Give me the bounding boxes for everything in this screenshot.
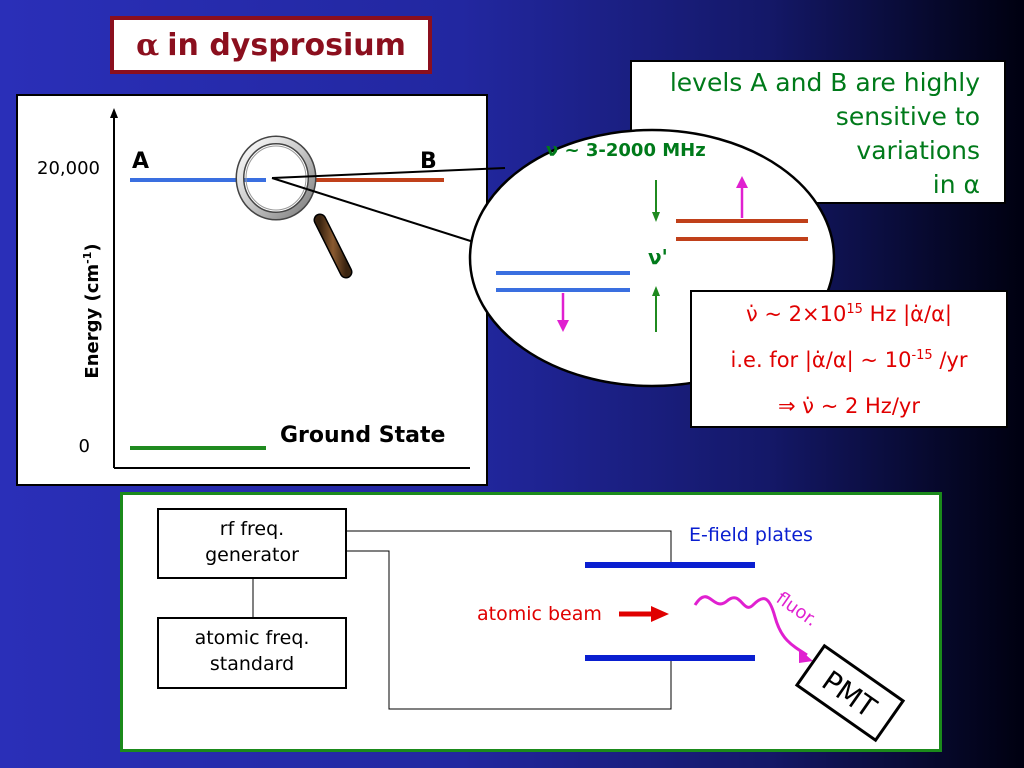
wire-to-bottom-plate (347, 550, 672, 710)
y-axis-label: Energy (cm-1) (81, 243, 103, 378)
rate-line-3: ⇒ ν̇ ~ 2 Hz/yr (778, 394, 920, 418)
ground-state-label: Ground State (280, 423, 445, 448)
tick-label-0: 0 (79, 436, 90, 457)
shift-arrow-up-head (736, 176, 748, 188)
tick-label-20000: 20,000 (37, 158, 100, 179)
page-title: α in dysprosium (110, 16, 432, 74)
interval-arrow-top (652, 212, 660, 222)
title-text: in dysprosium (167, 27, 406, 63)
fluorescence-arrow-head (799, 649, 813, 663)
energy-diagram-svg: 20,000 0 Energy (cm-1) A B Ground State (37, 108, 470, 469)
magnifier-icon (235, 135, 353, 279)
nu-prime-label: ν' (648, 245, 668, 269)
y-axis-arrowhead (110, 108, 118, 118)
callout-line-lower (271, 177, 481, 245)
rf-generator-line-1: rf freq. (219, 518, 285, 540)
freq-standard-box: atomic freq. standard (157, 617, 347, 689)
freq-standard-line-2: standard (209, 653, 295, 675)
rate-line-2: i.e. for |α̇/α| ~ 10-15 /yr (730, 348, 968, 372)
note-line-4: in α (932, 170, 980, 199)
setup-wiring: E-field plates atomic beam fluor. PMT (252, 524, 906, 743)
beam-arrow-head (651, 606, 669, 622)
frequency-label: ν ~ 3-2000 MHz (546, 140, 706, 161)
experimental-setup: E-field plates atomic beam fluor. PMT rf… (120, 492, 942, 752)
shift-arrow-down-head (557, 320, 569, 332)
title-symbol: α (136, 27, 160, 63)
note-line-1: levels A and B are highly (669, 68, 980, 97)
level-b-label: B (420, 149, 437, 174)
callout-line-upper (271, 167, 506, 179)
rf-generator-line-2: generator (205, 544, 299, 566)
fluor-label: fluor. (772, 588, 821, 631)
rf-generator-box: rf freq. generator (157, 508, 347, 579)
wire-to-top-plate (347, 530, 672, 565)
rate-line-1: ν̇ ~ 2×1015 Hz |α̇/α| (746, 302, 952, 326)
note-line-2: sensitive to (835, 102, 980, 131)
drift-rate-box: ν̇ ~ 2×1015 Hz |α̇/α| i.e. for |α̇/α| ~ … (690, 290, 1008, 428)
note-line-3: variations (856, 136, 980, 165)
fluorescence-wave (693, 595, 808, 657)
level-a-label: A (132, 149, 149, 174)
atomic-beam-label: atomic beam (477, 603, 602, 625)
freq-standard-line-1: atomic freq. (194, 627, 310, 649)
interval-arrow-bottom (652, 286, 660, 296)
plates-label: E-field plates (689, 524, 813, 546)
pmt-detector: PMT (794, 643, 906, 743)
